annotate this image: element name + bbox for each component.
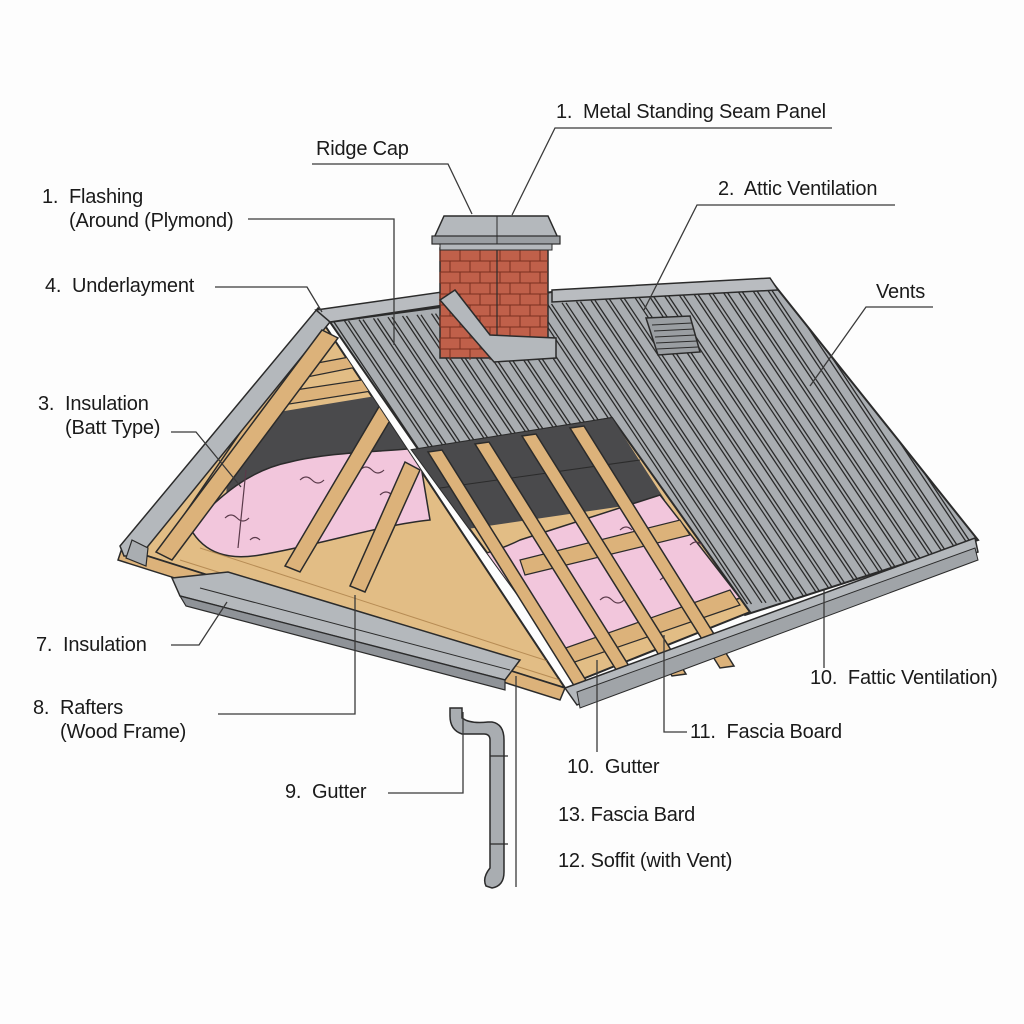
label-metal-panel: 1. Metal Standing Seam Panel bbox=[556, 100, 826, 124]
leader-gutter-9 bbox=[388, 712, 464, 794]
ridge-cap-strip-right bbox=[551, 277, 780, 303]
leader-vents bbox=[809, 306, 933, 387]
label-fattic-ventilation: 10. Fattic Ventilation) bbox=[810, 666, 998, 690]
label-gutter-10: 10. Gutter bbox=[567, 755, 660, 779]
standing-seam bbox=[753, 286, 956, 588]
label-insulation-batt: 3. Insulation (Batt Type) bbox=[38, 392, 160, 440]
rafter-left-rake bbox=[154, 329, 340, 561]
label-vents: Vents bbox=[876, 280, 925, 304]
standing-seam bbox=[778, 284, 978, 586]
standing-seam bbox=[604, 298, 807, 600]
standing-seam bbox=[565, 302, 767, 604]
label-number: 10. bbox=[567, 756, 595, 778]
standing-seam bbox=[706, 290, 908, 592]
chimney bbox=[431, 215, 561, 363]
leader-insulation bbox=[171, 601, 228, 646]
leader-fascia-board-11 bbox=[663, 635, 687, 733]
label-number: 9. bbox=[285, 781, 302, 803]
label-text: Soffit (with Vent) bbox=[590, 850, 733, 872]
standing-seam bbox=[550, 303, 753, 605]
label-text: Rafters bbox=[60, 697, 124, 719]
standing-seam bbox=[739, 288, 941, 589]
label-text: Fattic Ventilation) bbox=[847, 667, 998, 689]
standing-seam bbox=[546, 303, 749, 605]
standing-seam bbox=[666, 294, 869, 595]
standing-seam bbox=[594, 300, 796, 601]
label-number: 1. bbox=[556, 101, 573, 123]
leader-attic-ventilation bbox=[643, 204, 895, 311]
label-text: Gutter bbox=[312, 781, 367, 803]
standing-seam bbox=[720, 289, 923, 590]
leader-underlayment bbox=[215, 286, 323, 313]
label-number: 7. bbox=[36, 634, 53, 656]
leader-rafters bbox=[218, 595, 356, 715]
label-subtext: (Wood Frame) bbox=[60, 721, 187, 743]
gutter-right bbox=[576, 547, 979, 709]
label-fascia-board-11: 11. Fascia Board bbox=[690, 720, 842, 744]
label-ridge-cap: Ridge Cap bbox=[316, 137, 409, 161]
label-underlayment: 4. Underlayment bbox=[45, 274, 194, 298]
label-text: Insulation bbox=[65, 393, 149, 415]
label-number: 13. bbox=[558, 804, 586, 826]
standing-seam bbox=[710, 290, 912, 592]
label-fascia-bard-13: 13. Fascia Bard bbox=[558, 803, 695, 827]
label-gutter-9: 9. Gutter bbox=[285, 780, 367, 804]
label-text: Ridge Cap bbox=[316, 138, 409, 160]
standing-seam bbox=[735, 288, 937, 589]
standing-seam bbox=[691, 291, 894, 593]
standing-seam bbox=[677, 292, 879, 594]
standing-seam bbox=[749, 286, 952, 588]
rafters-open-bay bbox=[426, 425, 736, 693]
label-rafters: 8. Rafters (Wood Frame) bbox=[33, 696, 186, 744]
label-subtext: (Around (Plymond) bbox=[69, 210, 234, 232]
downspout bbox=[449, 707, 508, 889]
standing-seam bbox=[575, 301, 778, 602]
rafter bbox=[520, 433, 688, 677]
standing-seam bbox=[590, 300, 792, 601]
standing-seam bbox=[768, 285, 970, 587]
leader-flashing bbox=[248, 218, 395, 345]
gutter-left bbox=[170, 571, 522, 681]
label-insulation: 7. Insulation bbox=[36, 633, 147, 657]
roof-vent bbox=[644, 315, 701, 356]
label-text: Metal Standing Seam Panel bbox=[583, 101, 826, 123]
label-subtext: (Batt Type) bbox=[65, 417, 161, 439]
label-flashing: 1. Flashing (Around (Plymond) bbox=[42, 185, 234, 233]
label-number: 2. bbox=[718, 178, 735, 200]
label-number: 1. bbox=[42, 186, 59, 208]
standing-seam bbox=[579, 301, 782, 602]
chimney-cap bbox=[432, 215, 560, 239]
rafter bbox=[568, 425, 736, 669]
label-text: Attic Ventilation bbox=[743, 178, 878, 200]
label-text: Gutter bbox=[604, 756, 660, 778]
label-number: 3. bbox=[38, 393, 55, 415]
label-number: 10. bbox=[810, 667, 838, 689]
label-attic-ventilation: 2. Attic Ventilation bbox=[718, 177, 877, 201]
label-soffit-12: 12. Soffit (with Vent) bbox=[558, 849, 732, 873]
leader-metal-panel bbox=[511, 127, 832, 216]
standing-seam bbox=[681, 292, 883, 594]
label-text: Underlayment bbox=[72, 275, 195, 297]
insulation-batt-left bbox=[189, 447, 431, 558]
label-text: Vents bbox=[876, 281, 926, 303]
standing-seam bbox=[724, 289, 927, 590]
standing-seam bbox=[619, 297, 821, 599]
standing-seam bbox=[695, 291, 898, 593]
label-text: Insulation bbox=[63, 634, 147, 656]
standing-seam bbox=[561, 302, 763, 604]
label-number: 8. bbox=[33, 697, 50, 719]
label-number: 11. bbox=[690, 721, 716, 743]
label-text: Fascia Bard bbox=[590, 804, 696, 826]
label-text: Fascia Board bbox=[726, 721, 842, 743]
label-number: 12. bbox=[558, 850, 586, 872]
label-text: Flashing bbox=[69, 186, 143, 208]
standing-seam bbox=[764, 285, 966, 587]
standing-seam bbox=[608, 298, 811, 600]
chimney-flashing bbox=[438, 288, 557, 363]
label-number: 4. bbox=[45, 275, 62, 297]
leader-insulation-batt bbox=[171, 431, 242, 488]
eave-gutters bbox=[170, 536, 979, 889]
leader-lines bbox=[171, 127, 933, 887]
leader-ridge-cap bbox=[312, 163, 473, 215]
